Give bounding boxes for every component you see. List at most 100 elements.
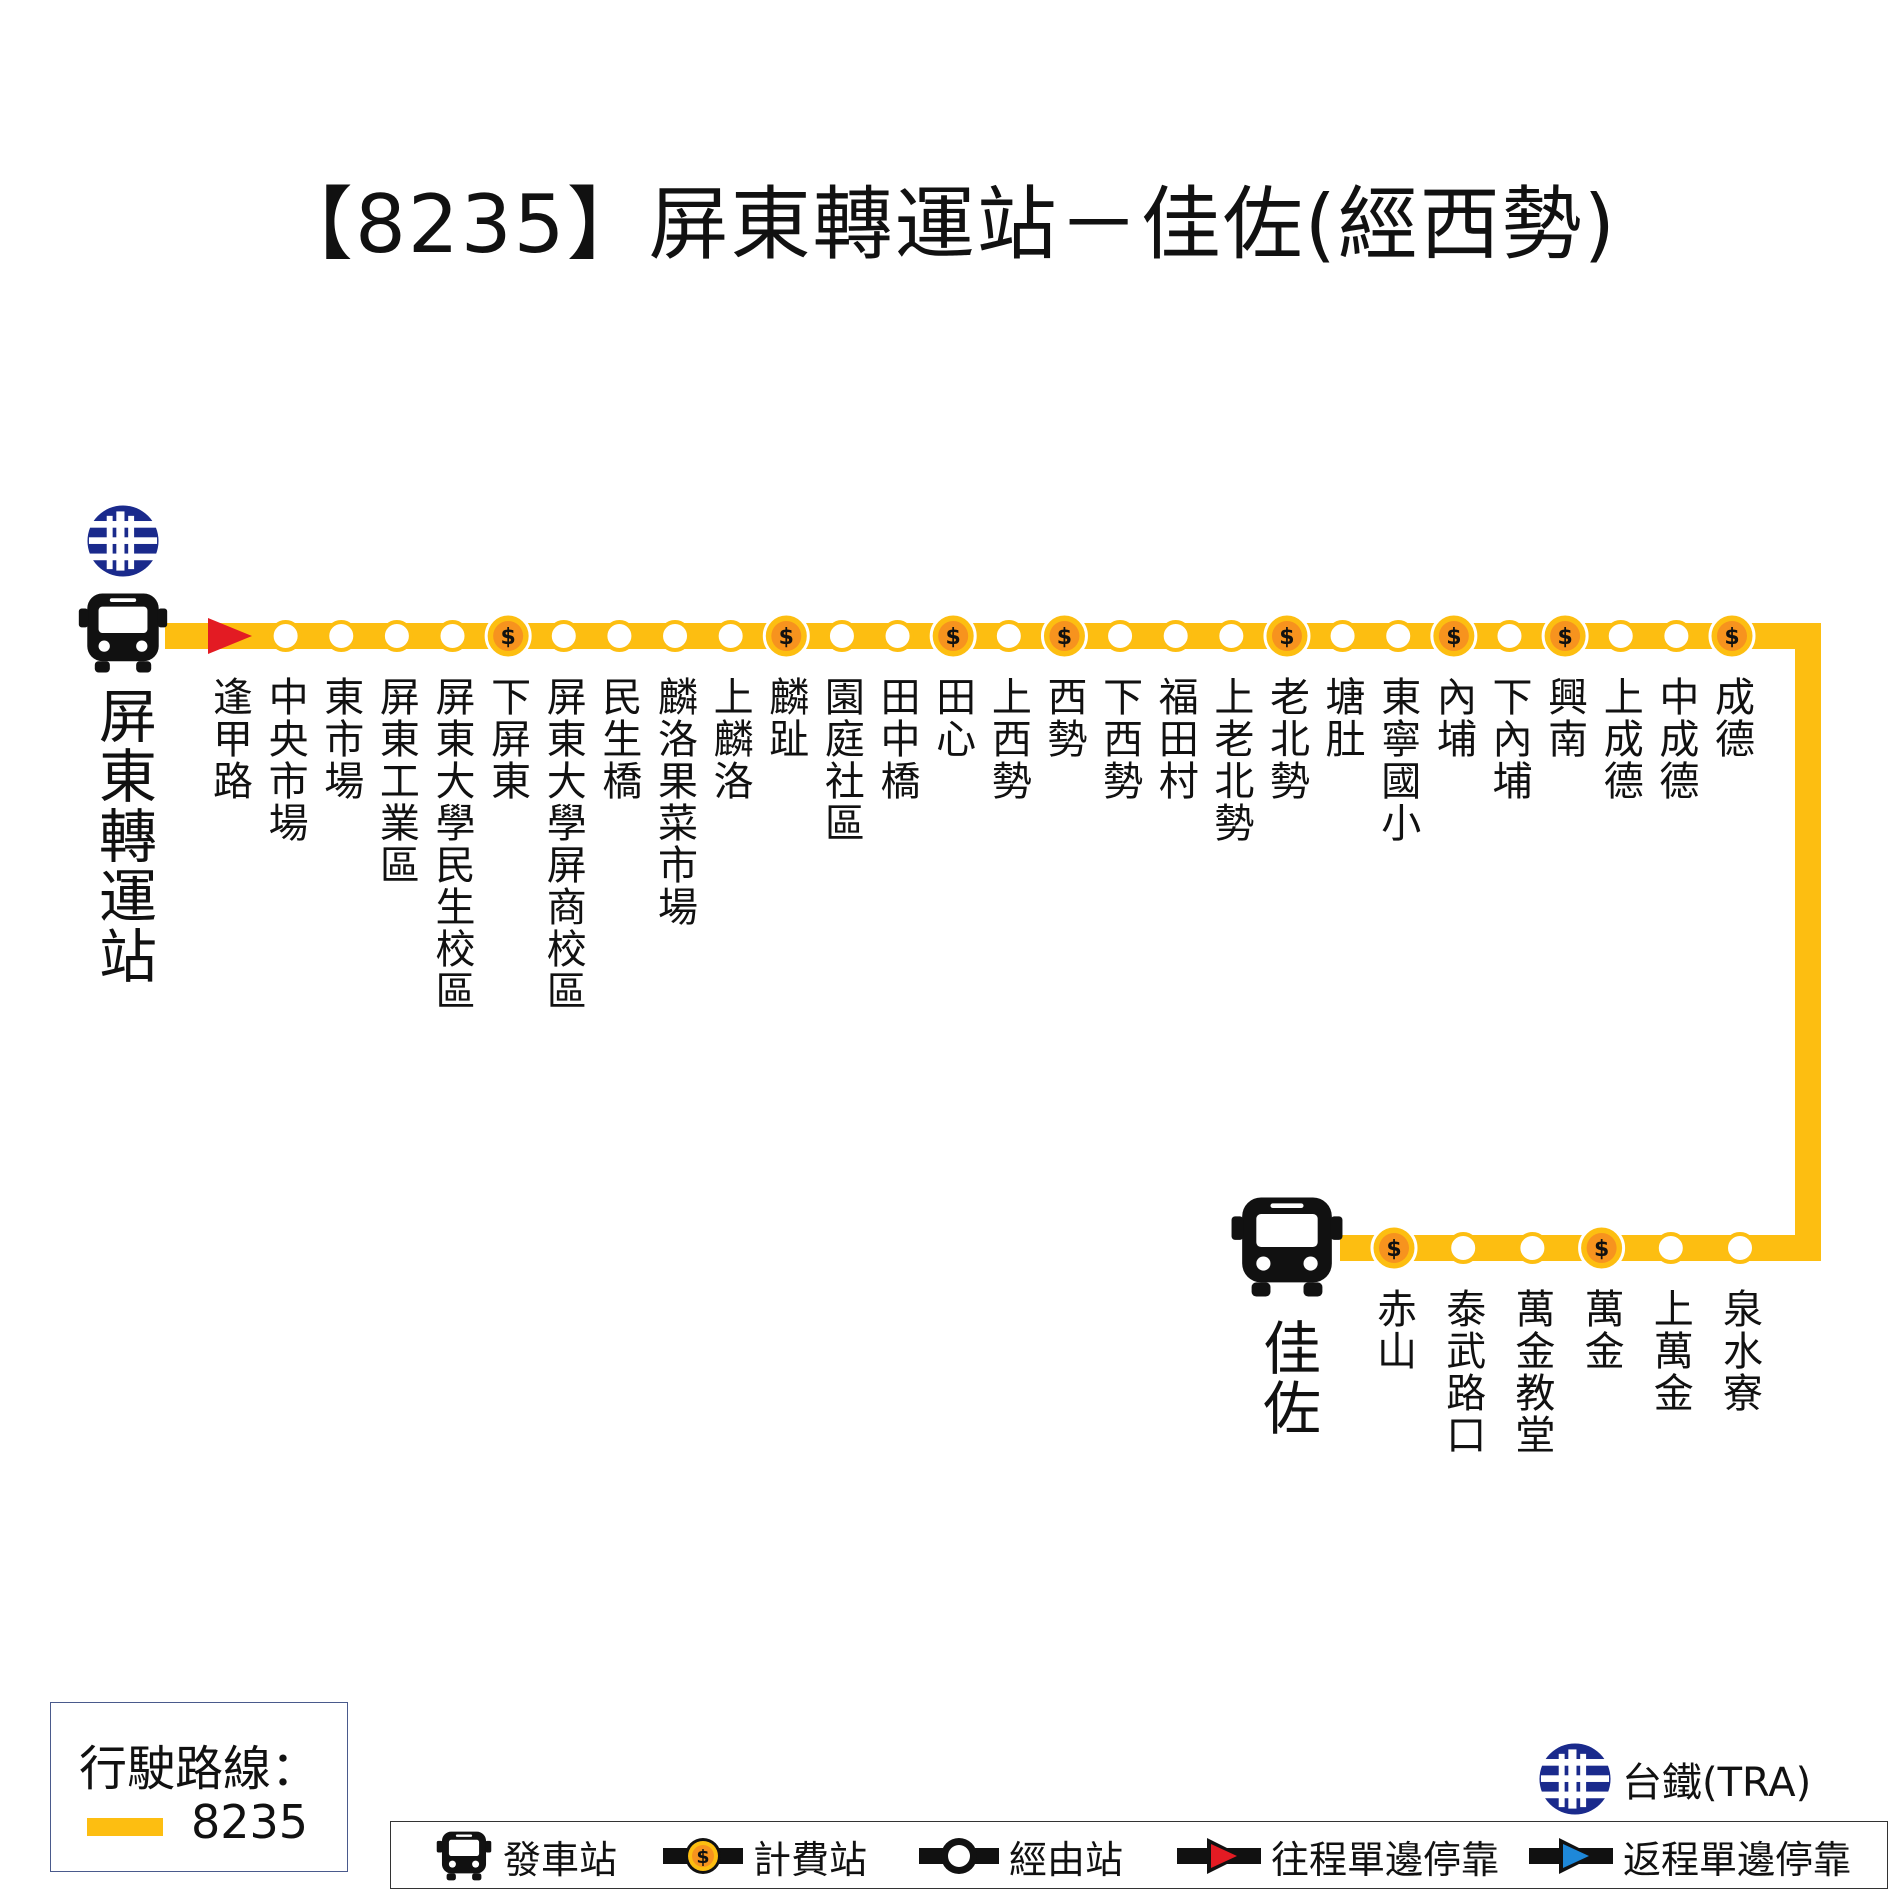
coin-icon bbox=[771, 621, 802, 651]
via-stop-icon bbox=[380, 620, 413, 652]
via-stop-6[interactable] bbox=[547, 620, 580, 652]
fare-symbol: $ bbox=[946, 625, 961, 650]
via-stop-1[interactable] bbox=[269, 620, 302, 652]
route-legend: 行駛路線： 8235 bbox=[50, 1702, 348, 1872]
via-stop-1[interactable] bbox=[1447, 1232, 1480, 1264]
fare-stop-15[interactable]: $ bbox=[1040, 612, 1088, 660]
coin-icon bbox=[1550, 621, 1581, 651]
tra-legend-label: 台鐵(TRA) bbox=[1622, 1760, 1812, 1806]
via-stop-16[interactable] bbox=[1104, 620, 1137, 652]
fare-stop-13[interactable]: $ bbox=[929, 612, 977, 660]
upper-stop-label-19: 老北勢 bbox=[1262, 676, 1309, 802]
fare-symbol: $ bbox=[1724, 625, 1739, 650]
via-stop-7[interactable] bbox=[603, 620, 636, 652]
upper-stop-label-23: 下內埔 bbox=[1485, 676, 1532, 802]
upper-stop-label-13: 田心 bbox=[929, 676, 976, 760]
coin-icon bbox=[1049, 621, 1080, 651]
via-stop-icon bbox=[1724, 1232, 1756, 1264]
via-stop-icon bbox=[269, 620, 302, 652]
return-arrow-icon bbox=[1529, 1838, 1613, 1874]
fare-symbol: $ bbox=[1279, 625, 1294, 650]
legend-start-label: 發車站 bbox=[503, 1837, 618, 1882]
fare-symbol: $ bbox=[1386, 1237, 1401, 1262]
origin-bus-icon[interactable] bbox=[78, 593, 168, 673]
upper-stop-label-12: 田中橋 bbox=[873, 676, 920, 802]
via-stop-2[interactable] bbox=[1516, 1232, 1549, 1264]
tra-legend: 台鐵(TRA) bbox=[1538, 1742, 1811, 1816]
upper-stop-label-1: 中央市場 bbox=[261, 676, 308, 844]
lower-stop-label-0: 赤山 bbox=[1370, 1288, 1416, 1372]
coin-icon bbox=[1586, 1233, 1617, 1263]
fare-stop-24[interactable]: $ bbox=[1541, 612, 1589, 660]
via-stop-8[interactable] bbox=[659, 620, 692, 652]
upper-stop-label-9: 上麟洛 bbox=[706, 676, 753, 802]
fare-stop-22[interactable]: $ bbox=[1430, 612, 1478, 660]
bus-icon bbox=[436, 1831, 492, 1881]
destination-label: 佳佐 bbox=[1253, 1318, 1321, 1438]
destination-bus-icon[interactable] bbox=[1231, 1197, 1343, 1297]
via-stop-20[interactable] bbox=[1326, 620, 1359, 652]
via-stop-11[interactable] bbox=[825, 620, 858, 652]
via-stop-icon bbox=[1159, 620, 1192, 652]
outbound-stop-0[interactable] bbox=[208, 618, 252, 654]
coin-icon bbox=[938, 621, 969, 651]
via-stop-12[interactable] bbox=[881, 620, 914, 652]
via-stop-icon bbox=[325, 620, 358, 652]
via-stop-18[interactable] bbox=[1215, 620, 1248, 652]
via-stop-icon bbox=[1447, 1232, 1480, 1264]
fare-symbol: $ bbox=[1446, 625, 1461, 650]
via-stop-14[interactable] bbox=[992, 620, 1025, 652]
legend-fare: $ 計費站 bbox=[663, 1822, 867, 1890]
fare-symbol: $ bbox=[500, 625, 515, 650]
legend-fare-label: 計費站 bbox=[753, 1837, 868, 1882]
coin-icon bbox=[1438, 621, 1469, 651]
upper-stop-label-2: 東市場 bbox=[317, 676, 364, 802]
via-stop-icon bbox=[1382, 620, 1415, 652]
route-legend-swatch bbox=[87, 1818, 163, 1836]
legend-via-label: 經由站 bbox=[1009, 1837, 1124, 1882]
via-stop-4[interactable] bbox=[436, 620, 469, 652]
fare-stop-27[interactable]: $ bbox=[1708, 612, 1756, 660]
lower-stop-label-1: 泰武路口 bbox=[1439, 1288, 1486, 1456]
via-stop-26[interactable] bbox=[1660, 620, 1693, 652]
legend-outbound-label: 往程單邊停靠 bbox=[1271, 1837, 1500, 1882]
via-stop-icon bbox=[1516, 1232, 1549, 1264]
via-stop-icon bbox=[1654, 1232, 1687, 1264]
via-stop-5[interactable] bbox=[1724, 1232, 1756, 1264]
via-stop-2[interactable] bbox=[325, 620, 358, 652]
via-stop-icon bbox=[1215, 620, 1248, 652]
tra-logo-icon bbox=[87, 505, 159, 577]
via-stop-4[interactable] bbox=[1654, 1232, 1687, 1264]
fare-symbol: $ bbox=[1557, 625, 1572, 650]
via-stop-9[interactable] bbox=[714, 620, 747, 652]
coin-icon bbox=[1271, 621, 1302, 651]
via-stop-17[interactable] bbox=[1159, 620, 1192, 652]
upper-stop-label-16: 下西勢 bbox=[1096, 676, 1143, 802]
fare-stop-3[interactable]: $ bbox=[1578, 1224, 1626, 1272]
via-stop-icon bbox=[881, 620, 914, 652]
coin-icon bbox=[1717, 621, 1747, 651]
upper-stop-label-8: 麟洛果菜市場 bbox=[651, 676, 698, 928]
via-stop-icon bbox=[603, 620, 636, 652]
route-legend-name: 8235 bbox=[191, 1795, 309, 1849]
via-stop-icon bbox=[1660, 620, 1693, 652]
fare-stop-5[interactable]: $ bbox=[484, 612, 532, 660]
via-stop-3[interactable] bbox=[380, 620, 413, 652]
upper-stop-label-26: 中成德 bbox=[1652, 676, 1699, 802]
fare-stop-10[interactable]: $ bbox=[762, 612, 810, 660]
via-stop-25[interactable] bbox=[1604, 620, 1637, 652]
fare-stop-0[interactable]: $ bbox=[1370, 1224, 1418, 1272]
legend-start: 發車站 bbox=[435, 1822, 617, 1890]
via-stop-icon bbox=[547, 620, 580, 652]
fare-stop-icon: $ bbox=[663, 1838, 743, 1874]
origin-label: 屏東轉運站 bbox=[89, 686, 157, 986]
via-stop-icon bbox=[1326, 620, 1359, 652]
upper-stop-label-7: 民生橋 bbox=[595, 676, 642, 802]
via-stop-21[interactable] bbox=[1382, 620, 1415, 652]
fare-stop-19[interactable]: $ bbox=[1263, 612, 1311, 660]
tra-logo-icon bbox=[1539, 1743, 1611, 1815]
via-stop-23[interactable] bbox=[1493, 620, 1526, 652]
via-stop-icon bbox=[1104, 620, 1137, 652]
upper-stop-label-0: 逢甲路 bbox=[206, 676, 252, 802]
